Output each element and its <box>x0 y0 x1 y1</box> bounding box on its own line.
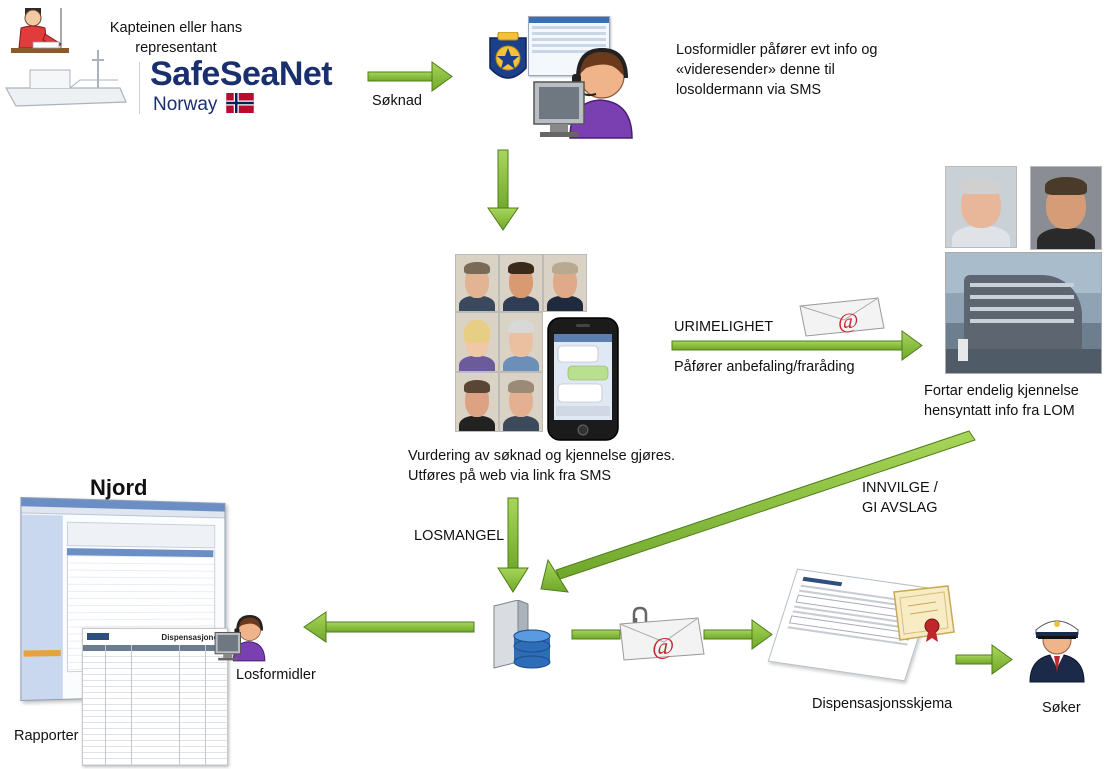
lom-photo-4 <box>455 312 499 372</box>
fortar-endelig-text: Fortar endelig kjennelse hensyntatt info… <box>924 381 1104 421</box>
svg-text:@: @ <box>838 308 858 333</box>
vurdering-text: Vurdering av søknad og kjennelse gjøres.… <box>408 446 718 486</box>
lom-photo-6 <box>455 372 499 432</box>
norway-flag-icon <box>226 93 254 113</box>
captain-avatar-icon <box>1026 610 1088 684</box>
lom-photo-5 <box>499 312 543 372</box>
portrait-1 <box>945 166 1017 248</box>
report-table: Dispensasjoner <box>82 628 228 766</box>
urimelighet-label: URIMELIGHET <box>674 317 773 337</box>
arrow-to-soker <box>956 645 1012 674</box>
smartphone-icon <box>546 316 622 444</box>
njord-title: Njord <box>90 475 147 501</box>
arrow-to-email <box>572 630 620 639</box>
svg-text:@: @ <box>652 634 674 660</box>
database-server-icon <box>488 600 558 672</box>
kaptein-label: Kapteinen eller hans representant <box>96 18 256 58</box>
ssn-brand-divider <box>139 62 140 114</box>
soker-label: Søker <box>1042 698 1081 718</box>
safeseanet-country: Norway <box>153 94 217 116</box>
headset-operator-small-icon <box>208 606 274 662</box>
person-writing-icon <box>3 4 73 74</box>
lom-photo-3 <box>543 254 587 312</box>
lom-photo-1 <box>455 254 499 312</box>
portrait-2 <box>1030 166 1102 250</box>
arrow-to-losformidler <box>304 612 474 642</box>
dispensasjonsskjema-label: Dispensasjonsskjema <box>812 694 952 714</box>
rapporter-label: Rapporter <box>14 726 78 746</box>
innvilge-label: INNVILGE / GI AVSLAG <box>862 478 952 518</box>
lom-photo-7 <box>499 372 543 432</box>
arrow-to-vurdering <box>488 150 518 230</box>
building-photo <box>945 252 1102 374</box>
certificate-icon <box>888 584 958 644</box>
arrow-soknad <box>368 62 452 91</box>
losmangel-label: LOSMANGEL <box>414 526 504 546</box>
losformidler-label: Losformidler <box>236 665 316 685</box>
soknad-label: Søknad <box>372 91 422 111</box>
email-envelope-icon: @ <box>798 296 888 338</box>
arrow-to-skjema <box>704 620 772 649</box>
headset-operator-icon <box>520 30 650 140</box>
lom-photo-2 <box>499 254 543 312</box>
anbefaling-label: Påfører anbefaling/fraråding <box>674 357 855 377</box>
safeseanet-logo: SafeSeaNet <box>150 56 332 92</box>
losformidler-info-text: Losformidler påfører evt info og «videre… <box>676 40 896 100</box>
email-attachment-icon: @ <box>618 614 708 664</box>
